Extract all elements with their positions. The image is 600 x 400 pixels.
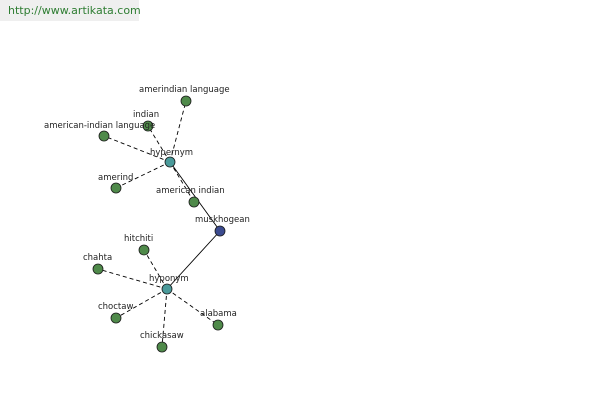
node-chahta[interactable]	[92, 263, 104, 275]
site-url-link[interactable]: http://www.artikata.com	[8, 4, 141, 17]
edge-hypernym-amerind	[115, 161, 171, 189]
node-choctaw[interactable]	[110, 312, 122, 324]
edge-hypernym-amerindian-language	[169, 100, 187, 163]
node-hyponym[interactable]	[161, 283, 173, 295]
node-label-hypernym[interactable]: hypernym	[150, 148, 193, 158]
edge-hypernym-american-indian	[169, 161, 195, 203]
edge-muskhogean-hypernym	[169, 161, 221, 232]
edge-hyponym-chickasaw	[161, 288, 168, 348]
node-amerindian-language[interactable]	[180, 95, 192, 107]
node-label-hyponym[interactable]: hyponym	[149, 274, 189, 284]
edge-hyponym-hitchiti	[143, 249, 168, 290]
nodes-layer	[92, 95, 226, 353]
node-chickasaw[interactable]	[156, 341, 168, 353]
node-hitchiti[interactable]	[138, 244, 150, 256]
node-label-chickasaw[interactable]: chickasaw	[140, 331, 184, 341]
edge-hyponym-chahta	[97, 268, 168, 290]
url-banner: http://www.artikata.com	[0, 0, 141, 21]
node-label-amerind[interactable]: amerind	[98, 173, 133, 183]
node-label-chahta[interactable]: chahta	[83, 253, 112, 263]
edge-hyponym-alabama	[166, 288, 219, 326]
node-american-indian-language[interactable]	[98, 130, 110, 142]
node-label-indian[interactable]: indian	[133, 110, 159, 120]
node-label-hitchiti[interactable]: hitchiti	[124, 234, 153, 244]
node-american-indian[interactable]	[188, 196, 200, 208]
node-label-amerindian-language[interactable]: amerindian language	[139, 85, 230, 95]
node-muskhogean[interactable]	[214, 225, 226, 237]
edge-hypernym-american-indian-language	[103, 135, 171, 163]
edges-layer	[97, 100, 221, 348]
node-label-american-indian[interactable]: american indian	[156, 186, 225, 196]
node-alabama[interactable]	[212, 319, 224, 331]
node-hypernym[interactable]	[164, 156, 176, 168]
node-indian[interactable]	[142, 120, 154, 132]
edge-muskhogean-hyponym	[166, 230, 221, 290]
node-amerind[interactable]	[110, 182, 122, 194]
node-label-alabama[interactable]: alabama	[200, 309, 237, 319]
node-label-muskhogean[interactable]: muskhogean	[195, 215, 250, 225]
node-label-american-indian-language[interactable]: american-indian language	[44, 121, 155, 131]
edge-hypernym-indian	[147, 125, 171, 163]
labels-layer: muskhogean hypernym hyponym amerindian lang…	[44, 85, 250, 341]
node-label-choctaw[interactable]: choctaw	[98, 302, 133, 312]
edge-hyponym-choctaw	[115, 288, 168, 319]
